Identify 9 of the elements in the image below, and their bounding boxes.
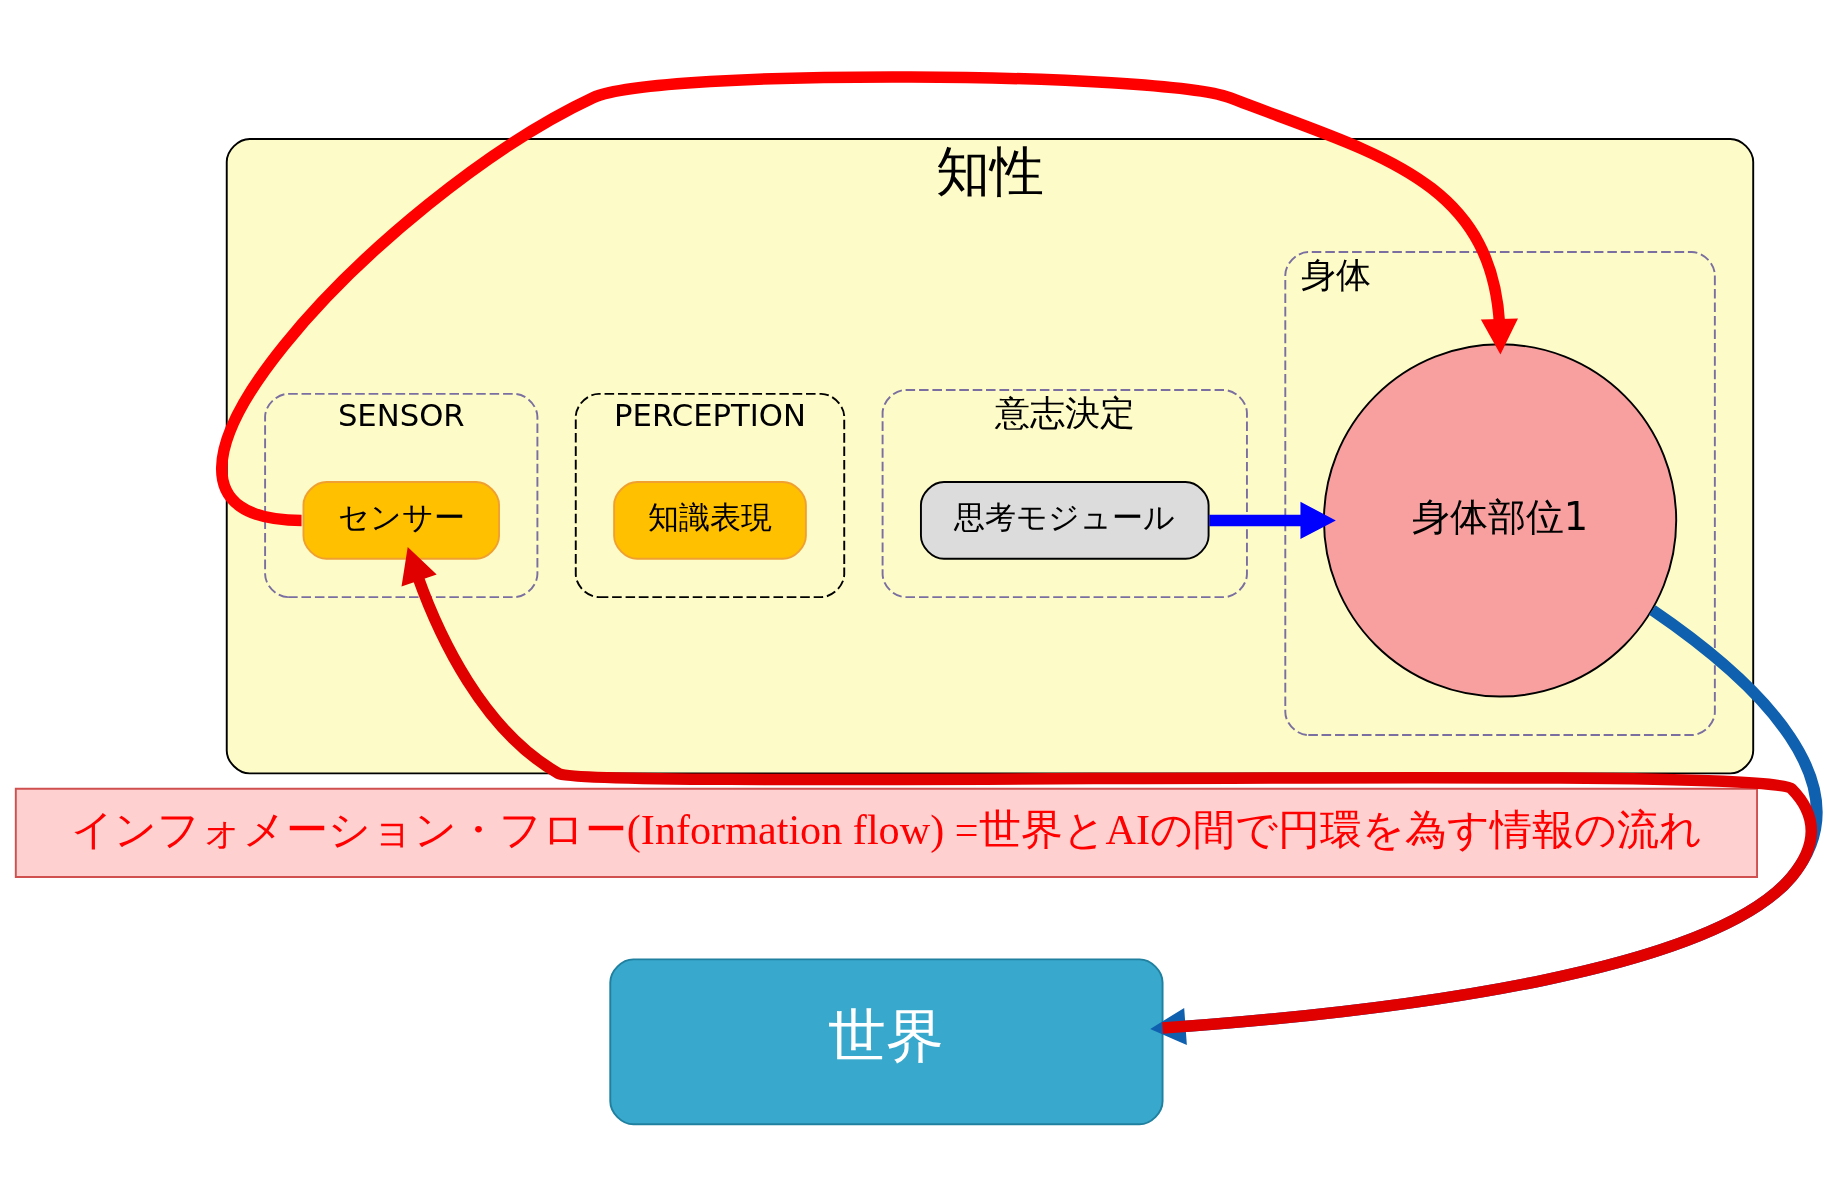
arrow: [216, 71, 1518, 527]
node-box: 世界: [609, 958, 1164, 1126]
node-circle: 身体部位1: [1323, 343, 1678, 698]
node-box: インフォメーション・フロー(Information flow) =世界とAIの間で円環を為す情報の流れ: [14, 787, 1758, 878]
arrow: [401, 547, 1817, 1034]
arrow: [1209, 501, 1336, 539]
node-box: センサー: [302, 481, 500, 560]
node-box: 思考モジュール: [920, 481, 1210, 560]
node-box: 知識表現: [613, 481, 807, 560]
